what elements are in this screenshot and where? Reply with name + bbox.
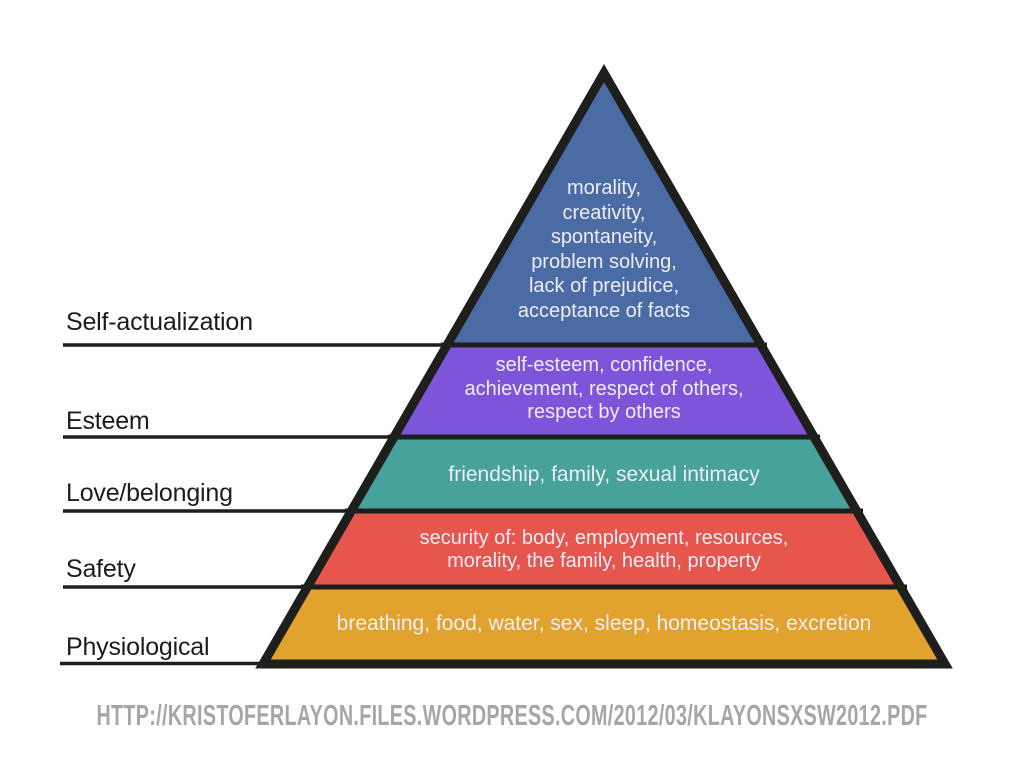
band-text-physiological: breathing, food, water, sex, sleep, home… [336,612,872,635]
band-text-self-actualization: morality, creativity, spontaneity, probl… [517,177,691,322]
band-self-actualization [447,73,761,345]
band-physiological [263,587,945,664]
pyramid-outline [255,63,953,669]
band-safety [307,511,901,587]
side-label-love-belonging: Love/belonging [66,479,233,507]
source-url: HTTP://KRISTOFERLAYON.FILES.WORDPRESS.CO… [96,700,928,732]
band-text-safety: security of: body, employment, resources… [419,527,789,572]
band-text-love-belonging: friendship, family, sexual intimacy [448,463,760,486]
side-label-safety: Safety [66,555,136,583]
side-label-self-actualization: Self-actualization [66,308,253,336]
band-text-esteem: self-esteem, confidence, achievement, re… [464,354,744,424]
side-label-physiological: Physiological [66,633,210,661]
band-esteem [394,345,814,437]
side-label-esteem: Esteem [66,407,150,435]
band-love-belonging [351,437,857,511]
